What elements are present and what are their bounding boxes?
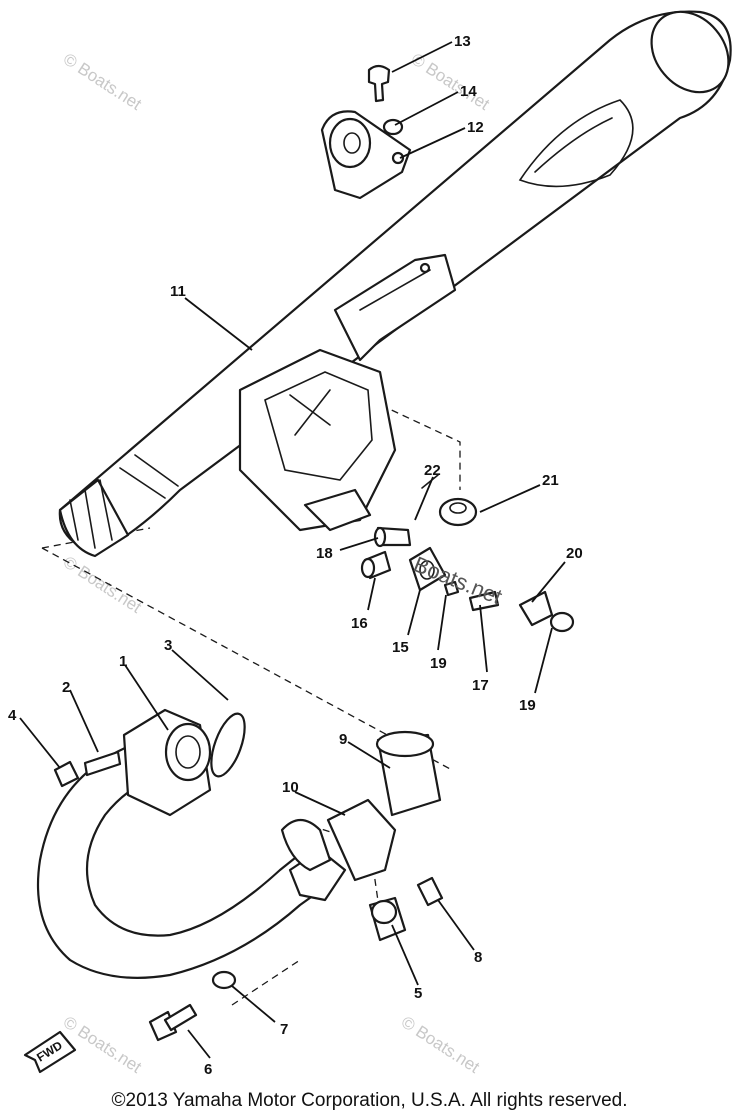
watermark: © Boats.net [408,49,493,114]
watermark: © Boats.net [398,1012,483,1077]
callout-14: 14 [460,83,477,100]
callout-12: 12 [467,119,484,136]
callout-19: 19 [430,655,447,672]
callout-15: 15 [392,639,409,656]
callout-20: 20 [566,545,583,562]
callout-19: 19 [519,697,536,714]
copyright-notice: ©2013 Yamaha Motor Corporation, U.S.A. A… [111,1090,628,1111]
callout-16: 16 [351,615,368,632]
mount-bracket-parts [320,64,412,200]
callout-7: 7 [280,1021,288,1038]
watermark: © Boats.net [60,49,145,114]
hardware-parts [360,474,575,633]
callout-5: 5 [414,985,422,1002]
callout-10: 10 [282,779,299,796]
callout-18: 18 [316,545,333,562]
forward-direction-arrow: FWD [23,1030,77,1074]
callout-6: 6 [204,1061,212,1078]
callout-21: 21 [542,472,559,489]
muffler-assembly [58,10,732,558]
callout-2: 2 [62,679,70,696]
callout-8: 8 [474,949,482,966]
callout-3: 3 [164,637,172,654]
leader-lines [19,41,566,1059]
exhaust-pipe-parts [36,708,444,1042]
callout-11: 11 [170,283,186,300]
callout-4: 4 [8,707,17,724]
callout-9: 9 [339,731,347,748]
callout-1: 1 [119,653,127,670]
callout-numbers: 13 14 12 11 21 22 18 20 16 15 19 17 19 3… [8,33,583,1078]
watermark: © Boats.net [60,552,145,617]
watermark: © Boats.net [60,1012,145,1077]
callout-22: 22 [424,462,441,479]
callout-17: 17 [472,677,489,694]
callout-13: 13 [454,33,471,50]
